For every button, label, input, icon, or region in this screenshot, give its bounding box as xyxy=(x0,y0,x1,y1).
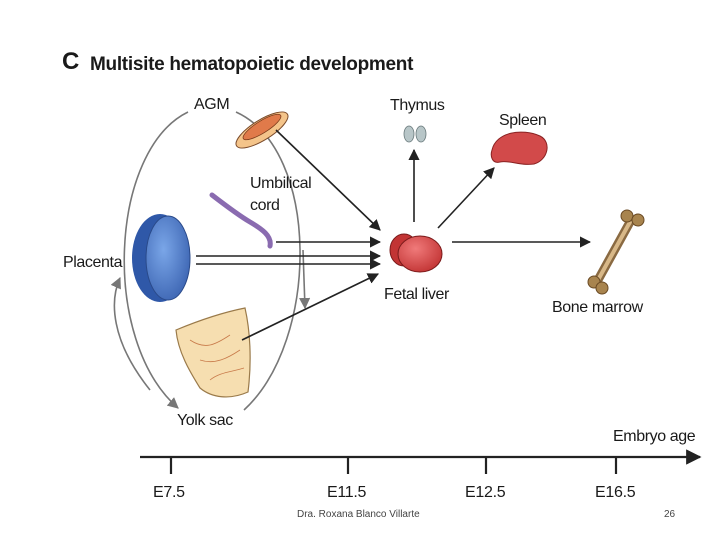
label-thymus: Thymus xyxy=(390,97,445,114)
umbilical-cord-illustration xyxy=(209,192,273,249)
label-bone-marrow: Bone marrow xyxy=(552,299,643,316)
label-yolk-sac: Yolk sac xyxy=(177,412,233,429)
tick-label-e7-5: E7.5 xyxy=(153,484,185,501)
tick-label-e12-5: E12.5 xyxy=(465,484,506,501)
spleen-illustration xyxy=(490,131,548,165)
circulation-loop-right-arrow xyxy=(299,249,311,310)
tick-label-e11-5: E11.5 xyxy=(327,484,367,501)
agm-illustration xyxy=(235,111,289,149)
arrow-agm-to-liver xyxy=(275,129,381,231)
circulation-loop-left-up xyxy=(110,276,151,391)
tick-label-e16-5: E16.5 xyxy=(595,484,636,501)
label-fetal-liver: Fetal liver xyxy=(384,286,449,303)
thymus-illustration xyxy=(403,125,427,143)
circulation-loop-left xyxy=(123,111,189,409)
label-spleen: Spleen xyxy=(499,112,547,129)
footer-author: Dra. Roxana Blanco Villarte xyxy=(297,509,420,520)
yolk-sac-illustration xyxy=(175,307,251,398)
label-umbilical-cord-line1: Umbilical xyxy=(250,175,312,192)
label-agm: AGM xyxy=(194,96,230,113)
panel-letter: C xyxy=(62,48,80,75)
arrow-liver-to-spleen xyxy=(437,167,495,229)
label-placenta: Placenta xyxy=(63,254,123,271)
fetal-liver-illustration xyxy=(389,233,443,273)
arrow-yolk-sac-to-liver xyxy=(241,273,380,341)
figure-title: Multisite hematopoietic development xyxy=(90,54,414,75)
placenta-illustration xyxy=(132,214,191,302)
label-umbilical-cord-line2: cord xyxy=(250,197,280,214)
timeline-axis-label: Embryo age xyxy=(613,428,696,445)
footer-page-number: 26 xyxy=(664,509,676,520)
bone-marrow-illustration xyxy=(587,209,645,295)
